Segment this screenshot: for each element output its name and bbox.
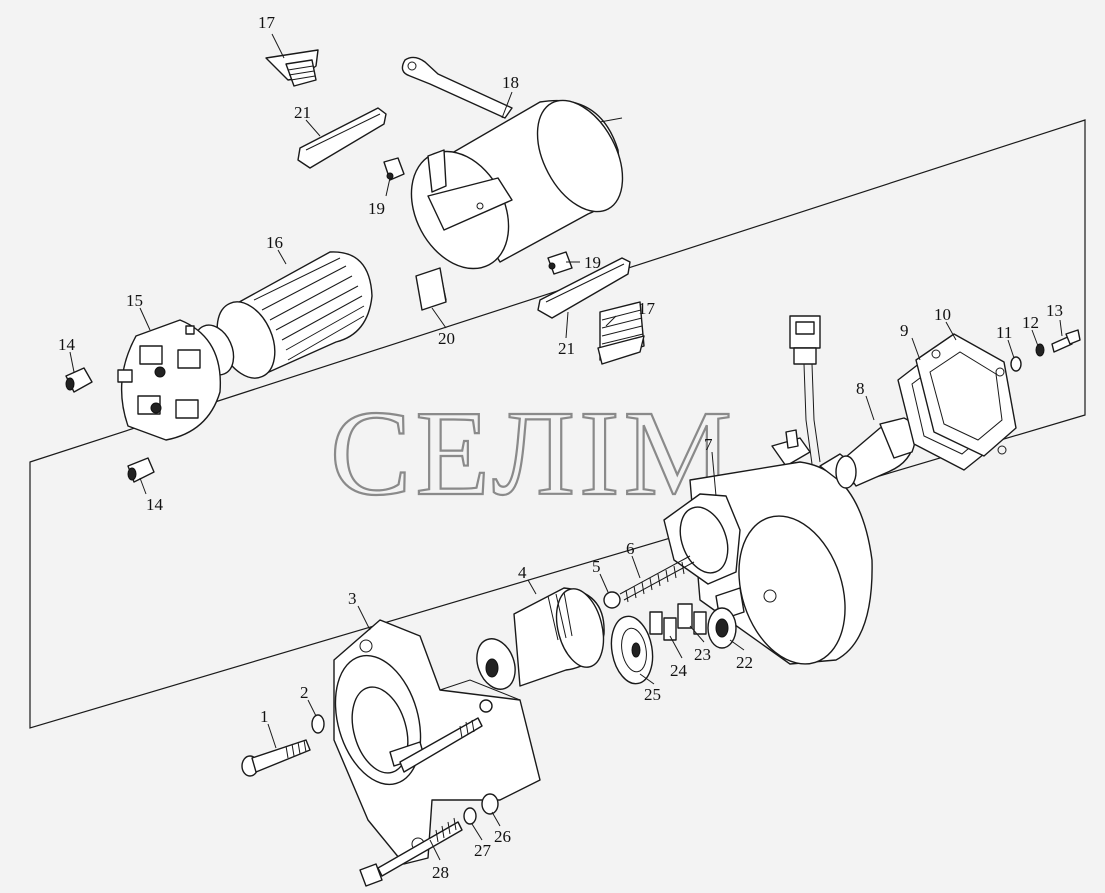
part-8-shaft — [835, 417, 917, 489]
part-15-brush-holder — [117, 319, 222, 441]
assembly-frame — [29, 119, 1086, 729]
leader-lines — [69, 33, 1063, 861]
label-17-lower: 17 — [638, 299, 656, 318]
part-25-gear — [610, 615, 654, 685]
label-3: 3 — [348, 589, 357, 608]
label-27: 27 — [474, 841, 492, 860]
solenoid-connector — [771, 315, 821, 467]
label-17-upper: 17 — [258, 13, 276, 32]
part-26-washer — [481, 793, 499, 815]
label-26: 26 — [494, 827, 511, 846]
label-11: 11 — [996, 323, 1012, 342]
part-27-washer — [463, 807, 477, 825]
label-4: 4 — [518, 563, 527, 582]
part-10-cover — [915, 333, 1017, 457]
label-23: 23 — [694, 645, 711, 664]
part-4-drive — [476, 587, 605, 690]
part-12-washer — [1035, 343, 1045, 357]
label-10: 10 — [934, 305, 951, 324]
label-5: 5 — [592, 557, 601, 576]
label-1: 1 — [260, 707, 269, 726]
label-25: 25 — [644, 685, 661, 704]
label-20: 20 — [438, 329, 455, 348]
label-8: 8 — [856, 379, 865, 398]
label-24: 24 — [670, 661, 688, 680]
part-22-pinion — [707, 607, 737, 649]
part-11-washer — [1010, 356, 1022, 372]
label-9: 9 — [900, 321, 909, 340]
label-18: 18 — [502, 73, 519, 92]
part-2-washer — [311, 714, 325, 734]
part-18-field-frame — [401, 56, 624, 309]
label-13: 13 — [1046, 301, 1063, 320]
part-6-spring — [619, 555, 695, 603]
label-21-lower: 21 — [558, 339, 575, 358]
part-3-drive-end-housing — [333, 619, 541, 865]
part-21-upper — [297, 107, 387, 169]
label-28: 28 — [432, 863, 449, 882]
part-20-brush — [415, 267, 447, 311]
part-17-lower — [597, 301, 645, 365]
part-28-bolt — [359, 817, 463, 887]
label-2: 2 — [300, 683, 309, 702]
watermark: СЕЛІМ — [330, 386, 736, 521]
label-22: 22 — [736, 653, 753, 672]
part-21-lower — [537, 257, 631, 319]
label-7: 7 — [704, 435, 713, 454]
label-16: 16 — [266, 233, 283, 252]
label-12: 12 — [1022, 313, 1039, 332]
label-14-upper: 14 — [58, 335, 76, 354]
label-19-left: 19 — [368, 199, 385, 218]
label-14-lower: 14 — [146, 495, 164, 514]
part-17-upper — [265, 49, 319, 87]
through-stud — [399, 699, 493, 773]
label-19-right: 19 — [584, 253, 601, 272]
part-13-bolt — [1051, 329, 1081, 353]
part-19-screws — [383, 157, 573, 275]
part-5-ball — [603, 591, 621, 609]
part-14-bushings — [65, 367, 155, 483]
label-21-upper: 21 — [294, 103, 311, 122]
part-1-bolt — [241, 739, 311, 777]
label-6: 6 — [626, 539, 635, 558]
label-15: 15 — [126, 291, 143, 310]
